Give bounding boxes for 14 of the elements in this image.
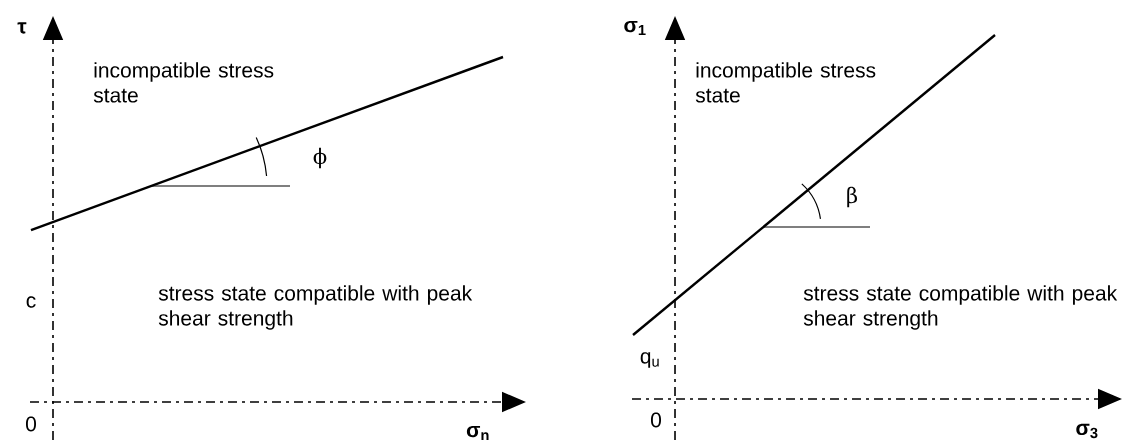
intercept-label: c [26,296,36,308]
axis-label: σ$_{1}$ [624,20,646,36]
intercept-label: q$_{u}$ [640,352,659,368]
region-label: incompatible stress state [93,62,274,103]
axis-label: τ [17,22,27,34]
region-label: stress state compatible with peak shear strength [803,285,1118,330]
axis-label: σ$_{n}$ [466,425,489,441]
region-label: incompatible stress state [695,62,876,103]
angle-label: ϕ [313,147,327,169]
origin-label: 0 [26,416,36,432]
axis-label: σ$_{3}$ [1076,423,1098,439]
region-label: stress state compatible with peak shear strength [158,285,473,330]
angle-label: β [847,186,858,208]
origin-label: 0 [651,412,661,428]
